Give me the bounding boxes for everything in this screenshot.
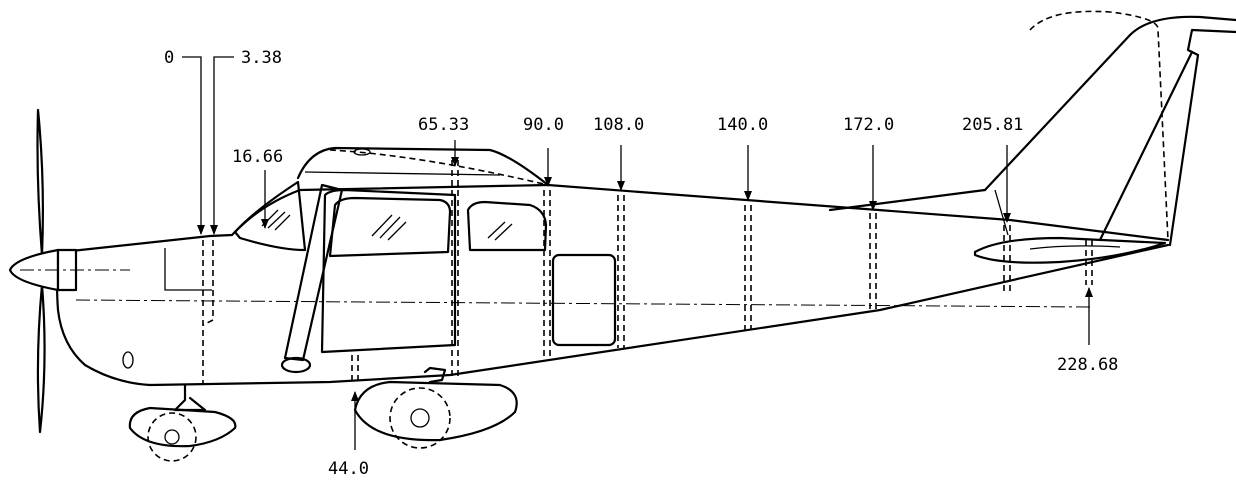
main-wheel-dashed xyxy=(389,387,451,449)
airplane-drawing xyxy=(8,10,1236,462)
fin-leading-edge-inner xyxy=(994,189,1009,236)
station-label-140-0: 140.0 xyxy=(717,115,768,135)
bulkhead-140-0 xyxy=(744,205,752,330)
station-label-3-38: 3.38 xyxy=(241,48,282,68)
station-label-108-0: 108.0 xyxy=(593,115,644,135)
propeller-lower-blade xyxy=(36,283,46,434)
main-wheel-hub xyxy=(410,408,430,428)
bulkhead-205-81 xyxy=(1003,225,1011,292)
nose-wheel-fairing xyxy=(128,406,237,448)
station-label-228-68: 228.68 xyxy=(1057,355,1118,375)
nose-cowling xyxy=(56,233,234,387)
fuselage-top xyxy=(546,183,1170,242)
nose-wheel-hub xyxy=(164,429,180,445)
bulkhead-228-68 xyxy=(1085,240,1093,285)
oil-door xyxy=(122,351,134,369)
leader-3-38 xyxy=(210,56,234,235)
window-hatch-front xyxy=(371,214,407,241)
leader-0 xyxy=(182,56,205,235)
cabin-roof xyxy=(296,146,550,187)
station-label-16-66: 16.66 xyxy=(232,147,283,167)
cabin-roof-line xyxy=(304,171,501,176)
wing-root-dashed xyxy=(329,149,549,186)
horizontal-stabilizer xyxy=(973,236,1167,264)
propeller-upper-blade xyxy=(36,108,44,257)
station-bulkheads xyxy=(202,160,1093,385)
station-label-172-0: 172.0 xyxy=(843,115,894,135)
bulkhead-90-0 xyxy=(543,190,551,356)
strut-fitting xyxy=(280,356,312,374)
cabin-window-rear xyxy=(466,200,548,252)
baggage-door xyxy=(551,253,617,347)
bulkhead-44-0 xyxy=(351,355,359,385)
station-label-0: 0 xyxy=(164,48,174,68)
window-hatch-rear xyxy=(487,221,513,241)
nose-wheel-dashed xyxy=(147,412,197,462)
rudder-hinge xyxy=(1098,50,1194,242)
roof-vent xyxy=(353,148,371,156)
main-wheel-fairing xyxy=(353,380,518,442)
cabin-door xyxy=(320,188,457,354)
bulkhead-108-0 xyxy=(617,195,625,348)
cabin-window-front xyxy=(328,196,452,258)
rudder-dashed-outline xyxy=(1029,10,1169,241)
station-label-44-0: 44.0 xyxy=(328,459,369,479)
vertical-fin xyxy=(983,15,1236,247)
stabilizer-inner xyxy=(1029,245,1121,250)
bulkhead-16-66 xyxy=(202,240,214,326)
station-label-90-0: 90.0 xyxy=(523,115,564,135)
bulkhead-172-0 xyxy=(869,213,877,312)
station-label-205-81: 205.81 xyxy=(962,115,1023,135)
main-gear-leg xyxy=(423,366,447,384)
station-labels: 0 3.38 16.66 44.0 65.33 90.0 108.0 140.0… xyxy=(164,48,1118,479)
fuselage-bottom xyxy=(148,243,1170,387)
station-leaders xyxy=(182,56,1093,450)
fuselage-reference-line xyxy=(20,269,1093,308)
windshield-hatch xyxy=(261,209,291,231)
cowling-panel xyxy=(164,248,212,291)
nose-gear-strut xyxy=(173,383,207,412)
station-label-65-33: 65.33 xyxy=(418,115,469,135)
bulkhead-65-33 xyxy=(451,160,459,380)
dorsal-fin xyxy=(828,188,987,212)
windshield xyxy=(233,180,307,252)
